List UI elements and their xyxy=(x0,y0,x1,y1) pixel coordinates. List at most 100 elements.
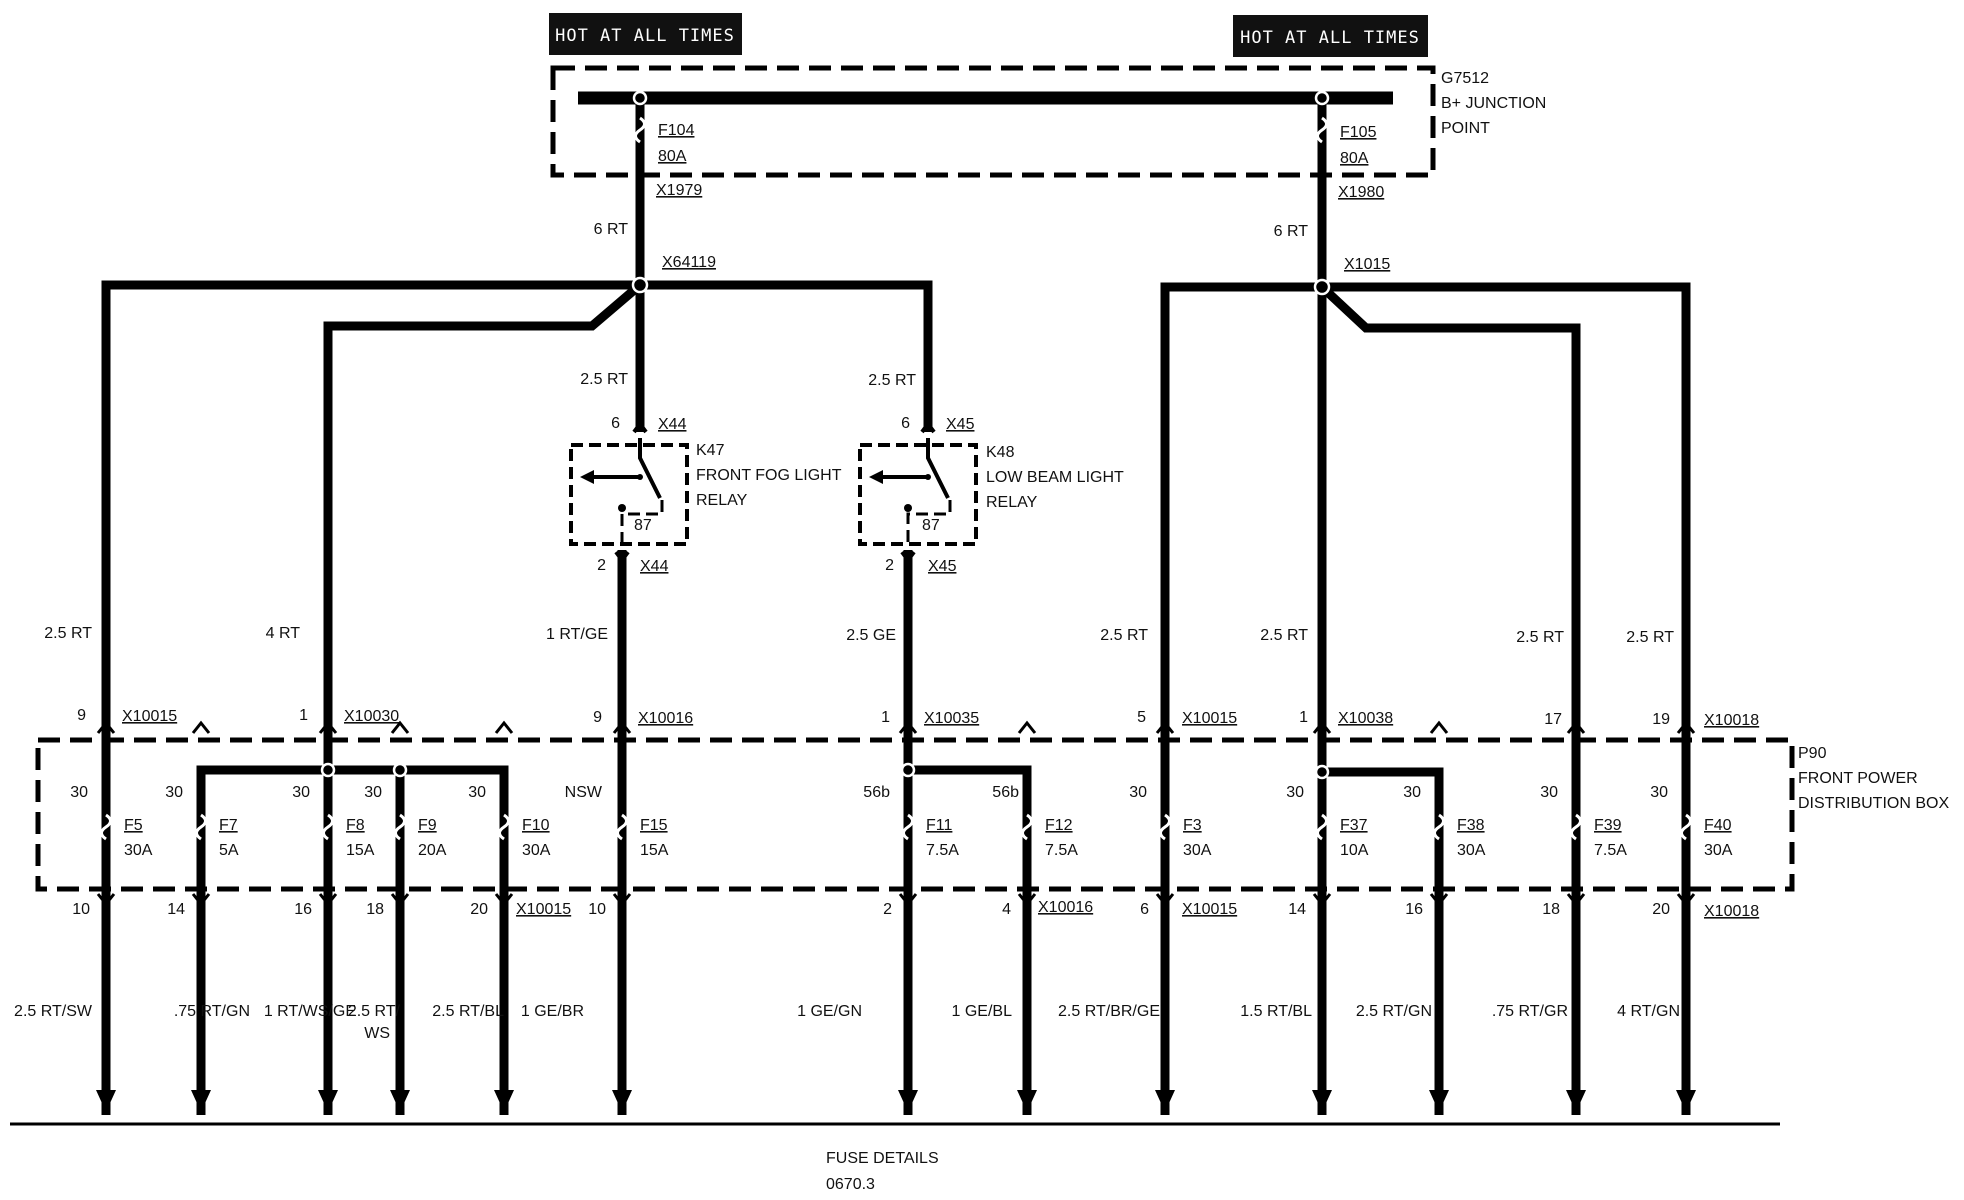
wire-right-top-run xyxy=(1160,282,1691,1115)
relay-k48-id: K48 xyxy=(986,444,1015,461)
connector-pin-top-icon xyxy=(96,720,116,734)
fuse-rating: 20A xyxy=(418,842,447,859)
footer-line1: FUSE DETAILS xyxy=(826,1150,939,1167)
conn-top-pin-4: 5 xyxy=(1137,709,1146,726)
conn-top-id-3: X10035 xyxy=(924,710,979,727)
wire-arrow-icon xyxy=(1676,1090,1696,1112)
wire-arrow-icon xyxy=(318,1090,338,1112)
relay-k48-pin87: 87 xyxy=(922,517,940,534)
fuse-pin-out: 20 xyxy=(1652,901,1670,918)
fuse-pin-out: 18 xyxy=(366,901,384,918)
junction-box xyxy=(550,65,1436,178)
output-wire: .75 RT/GR xyxy=(1492,1003,1568,1020)
output-wire: 1 GE/BR xyxy=(521,1003,584,1020)
relay-k48-contact xyxy=(906,500,952,548)
connector-pin-top-icon xyxy=(191,720,211,734)
fuse-terminal: 30 xyxy=(292,784,310,801)
internal-bus-f12 xyxy=(908,765,1032,1115)
relay-k48-connector-out: X45 xyxy=(928,558,957,575)
relay-k47-in-pin-icon xyxy=(632,420,648,434)
wire-arrow-icon xyxy=(1017,1090,1037,1112)
fuse-terminal: 30 xyxy=(1650,784,1668,801)
conn-bottom-id-1: X10016 xyxy=(1038,899,1093,916)
connector-pin-bottom-icon xyxy=(1312,893,1332,907)
connector-pin-top-icon xyxy=(494,720,514,734)
fuse-id: F12 xyxy=(1045,817,1073,834)
relay-k47-connector-in: X44 xyxy=(658,416,687,433)
footer-line2: 0670.3 xyxy=(826,1176,875,1193)
fuse-rating: 10A xyxy=(1340,842,1369,859)
fuse-terminal: 56b xyxy=(863,784,890,801)
fuse-pin-out: 6 xyxy=(1140,901,1149,918)
conn-bottom-id-3: X10018 xyxy=(1704,903,1759,920)
relay-k48-pin-out: 2 xyxy=(885,557,894,574)
output-wire: 1 GE/BL xyxy=(952,1003,1013,1020)
output-wire: 2.5 RT/SW xyxy=(14,1003,93,1020)
relay-k47-contact xyxy=(620,500,664,548)
internal-bus-f7-f10 xyxy=(196,765,509,1115)
connector-pin-bottom-icon xyxy=(318,893,338,907)
connector-pin-top-icon xyxy=(898,720,918,734)
connector-pin-top-icon xyxy=(318,720,338,734)
fuse-symbol xyxy=(1159,813,1171,841)
relay-k48-wire-out: 2.5 GE xyxy=(846,627,896,644)
wire-arrow-icon xyxy=(1312,1090,1332,1112)
connector-x1980: X1980 xyxy=(1338,184,1384,201)
conn-bottom-id-0: X10015 xyxy=(516,901,571,918)
relay-k47-arrow-icon xyxy=(580,470,594,484)
fuse-terminal: 30 xyxy=(1129,784,1147,801)
conn-top-pin-3: 1 xyxy=(881,709,890,726)
fuse-rating: 5A xyxy=(219,842,239,859)
conn-bottom-id-2: X10015 xyxy=(1182,901,1237,918)
fuse-id: F8 xyxy=(346,817,365,834)
fuse-f105-id: F105 xyxy=(1340,124,1377,141)
output-wire: 1 GE/GN xyxy=(797,1003,862,1020)
splice-node-left xyxy=(631,276,649,294)
fuse-rating: 30A xyxy=(1457,842,1486,859)
fuse-terminal: 30 xyxy=(1286,784,1304,801)
output-wire: 4 RT/GN xyxy=(1617,1003,1680,1020)
splice-node-right xyxy=(1313,278,1331,296)
fuse-terminal: 30 xyxy=(70,784,88,801)
relay-k47-line2: RELAY xyxy=(696,492,748,509)
conn-top-pin-6: 17 xyxy=(1544,711,1562,728)
fuse-terminal: 30 xyxy=(468,784,486,801)
connector-pin-top-icon xyxy=(1676,720,1696,734)
fuse-terminal: NSW xyxy=(565,784,603,801)
fuse-pin-out: 10 xyxy=(72,901,90,918)
fuse-id: F5 xyxy=(124,817,143,834)
fuse-symbol xyxy=(1570,813,1582,841)
hot-label-right-text: HOT AT ALL TIMES xyxy=(1240,28,1420,48)
main-wire-right: 6 RT xyxy=(1274,223,1309,240)
junction-line2: POINT xyxy=(1441,120,1490,137)
input-wire-f5: 2.5 RT xyxy=(44,625,92,642)
wire-arrow-icon xyxy=(96,1090,116,1112)
bus-node-right xyxy=(1314,90,1330,106)
fuse-id: F11 xyxy=(926,817,952,834)
bus-node-f37 xyxy=(1314,764,1330,780)
output-wire: 2.5 RT/ xyxy=(348,1003,401,1020)
output-wire-line2: WS xyxy=(364,1025,390,1042)
input-wire-f3: 2.5 RT xyxy=(1100,627,1148,644)
junction-id: G7512 xyxy=(1441,70,1489,87)
conn-top-id-1: X10030 xyxy=(344,708,399,725)
connector-pin-bottom-icon xyxy=(1429,893,1449,907)
output-wire: 1.5 RT/BL xyxy=(1240,1003,1312,1020)
fuse-pin-out: 16 xyxy=(294,901,312,918)
relay-k48-contact-node xyxy=(904,504,912,512)
junction-line1: B+ JUNCTION xyxy=(1441,95,1546,112)
relay-k47-out-pin-icon xyxy=(614,550,630,564)
fuse-rating: 30A xyxy=(124,842,153,859)
wire-arrow-icon xyxy=(612,1090,632,1112)
conn-top-pin-5: 1 xyxy=(1299,709,1308,726)
fuse-f105-rating: 80A xyxy=(1340,150,1369,167)
connector-pin-bottom-icon xyxy=(1566,893,1586,907)
